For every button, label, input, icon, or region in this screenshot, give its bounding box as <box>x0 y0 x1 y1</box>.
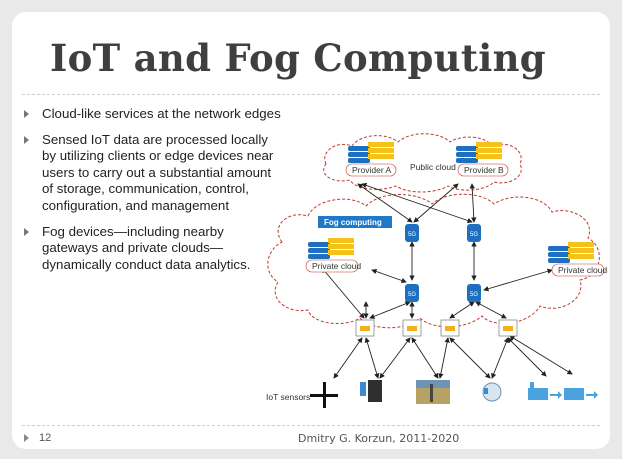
link <box>449 301 475 319</box>
bullet-list: Cloud-like services at the network edges… <box>22 106 282 282</box>
link <box>509 335 573 375</box>
link <box>364 337 380 379</box>
bullet-text: Fog devices—including nearby gateways an… <box>42 223 251 272</box>
cellular-node-icon: 5G <box>467 224 481 242</box>
svg-text:5G: 5G <box>470 232 478 238</box>
slide: IoT and Fog Computing Cloud-like service… <box>12 12 610 449</box>
link <box>379 337 411 379</box>
provider-a-datacenter: Provider A <box>345 142 397 177</box>
bullet-item: Cloud-like services at the network edges <box>22 106 282 123</box>
link <box>507 337 547 377</box>
cellular-node-icon: 5G <box>405 284 419 302</box>
link <box>491 337 509 379</box>
field-sensor-icon <box>416 380 450 404</box>
factory-logistics-icon <box>528 382 598 400</box>
bullet-item: Sensed IoT data are processed locally by… <box>22 132 282 215</box>
bullet-arrow-icon <box>24 135 29 144</box>
bullet-text: Cloud-like services at the network edges <box>42 106 281 121</box>
cellular-node-icon: 5G <box>405 224 419 242</box>
provider-a-label: Provider A <box>352 165 392 175</box>
private-cloud-left-label: Private cloud <box>312 261 361 271</box>
title-divider <box>22 94 600 95</box>
bullet-item: Fog devices—including nearby gateways an… <box>22 224 282 274</box>
fog-computing-label: Fog computing <box>324 218 382 227</box>
phone-device-icon <box>360 380 382 402</box>
footer-author: Dmitry G. Korzun, 2011-2020 <box>298 432 460 445</box>
provider-b-label: Provider B <box>464 165 504 175</box>
slide-title: IoT and Fog Computing <box>50 36 546 80</box>
medical-sensor-icon <box>482 382 502 402</box>
link <box>483 268 553 292</box>
svg-text:5G: 5G <box>470 292 478 298</box>
page-number: 12 <box>39 432 52 444</box>
link <box>411 337 439 379</box>
link <box>438 337 450 379</box>
private-cloud-right: Private cloud <box>548 242 607 277</box>
footer-arrow-icon <box>24 434 29 442</box>
router-icon <box>402 319 422 337</box>
link <box>333 337 363 379</box>
link <box>321 267 365 319</box>
router-icon <box>498 319 518 337</box>
bullet-arrow-icon <box>24 227 29 236</box>
svg-text:5G: 5G <box>408 292 416 298</box>
private-cloud-left: Private cloud <box>305 238 361 273</box>
cellular-node-icon: 5G <box>467 284 481 302</box>
link <box>449 337 491 379</box>
link <box>371 268 407 284</box>
public-cloud-label: Public cloud <box>410 162 456 172</box>
router-icon <box>355 319 375 337</box>
bullet-arrow-icon <box>24 110 29 118</box>
svg-text:5G: 5G <box>408 232 416 238</box>
router-icon <box>440 319 460 337</box>
iot-sensors-label: IoT sensors <box>266 392 310 402</box>
link <box>369 301 411 319</box>
bullet-text: Sensed IoT data are processed locally by… <box>42 131 274 213</box>
footer-divider <box>22 425 600 426</box>
private-cloud-right-label: Private cloud <box>558 265 607 275</box>
link <box>475 301 507 319</box>
fog-cloud-outline <box>267 193 600 329</box>
fog-computing-diagram: Provider A Provider B Public cloud Fog c… <box>266 133 607 408</box>
provider-b-datacenter: Provider B <box>456 142 509 177</box>
link <box>469 183 477 223</box>
sensor-cross-icon <box>310 382 338 408</box>
fog-computing-banner <box>318 216 392 228</box>
link <box>413 183 459 223</box>
